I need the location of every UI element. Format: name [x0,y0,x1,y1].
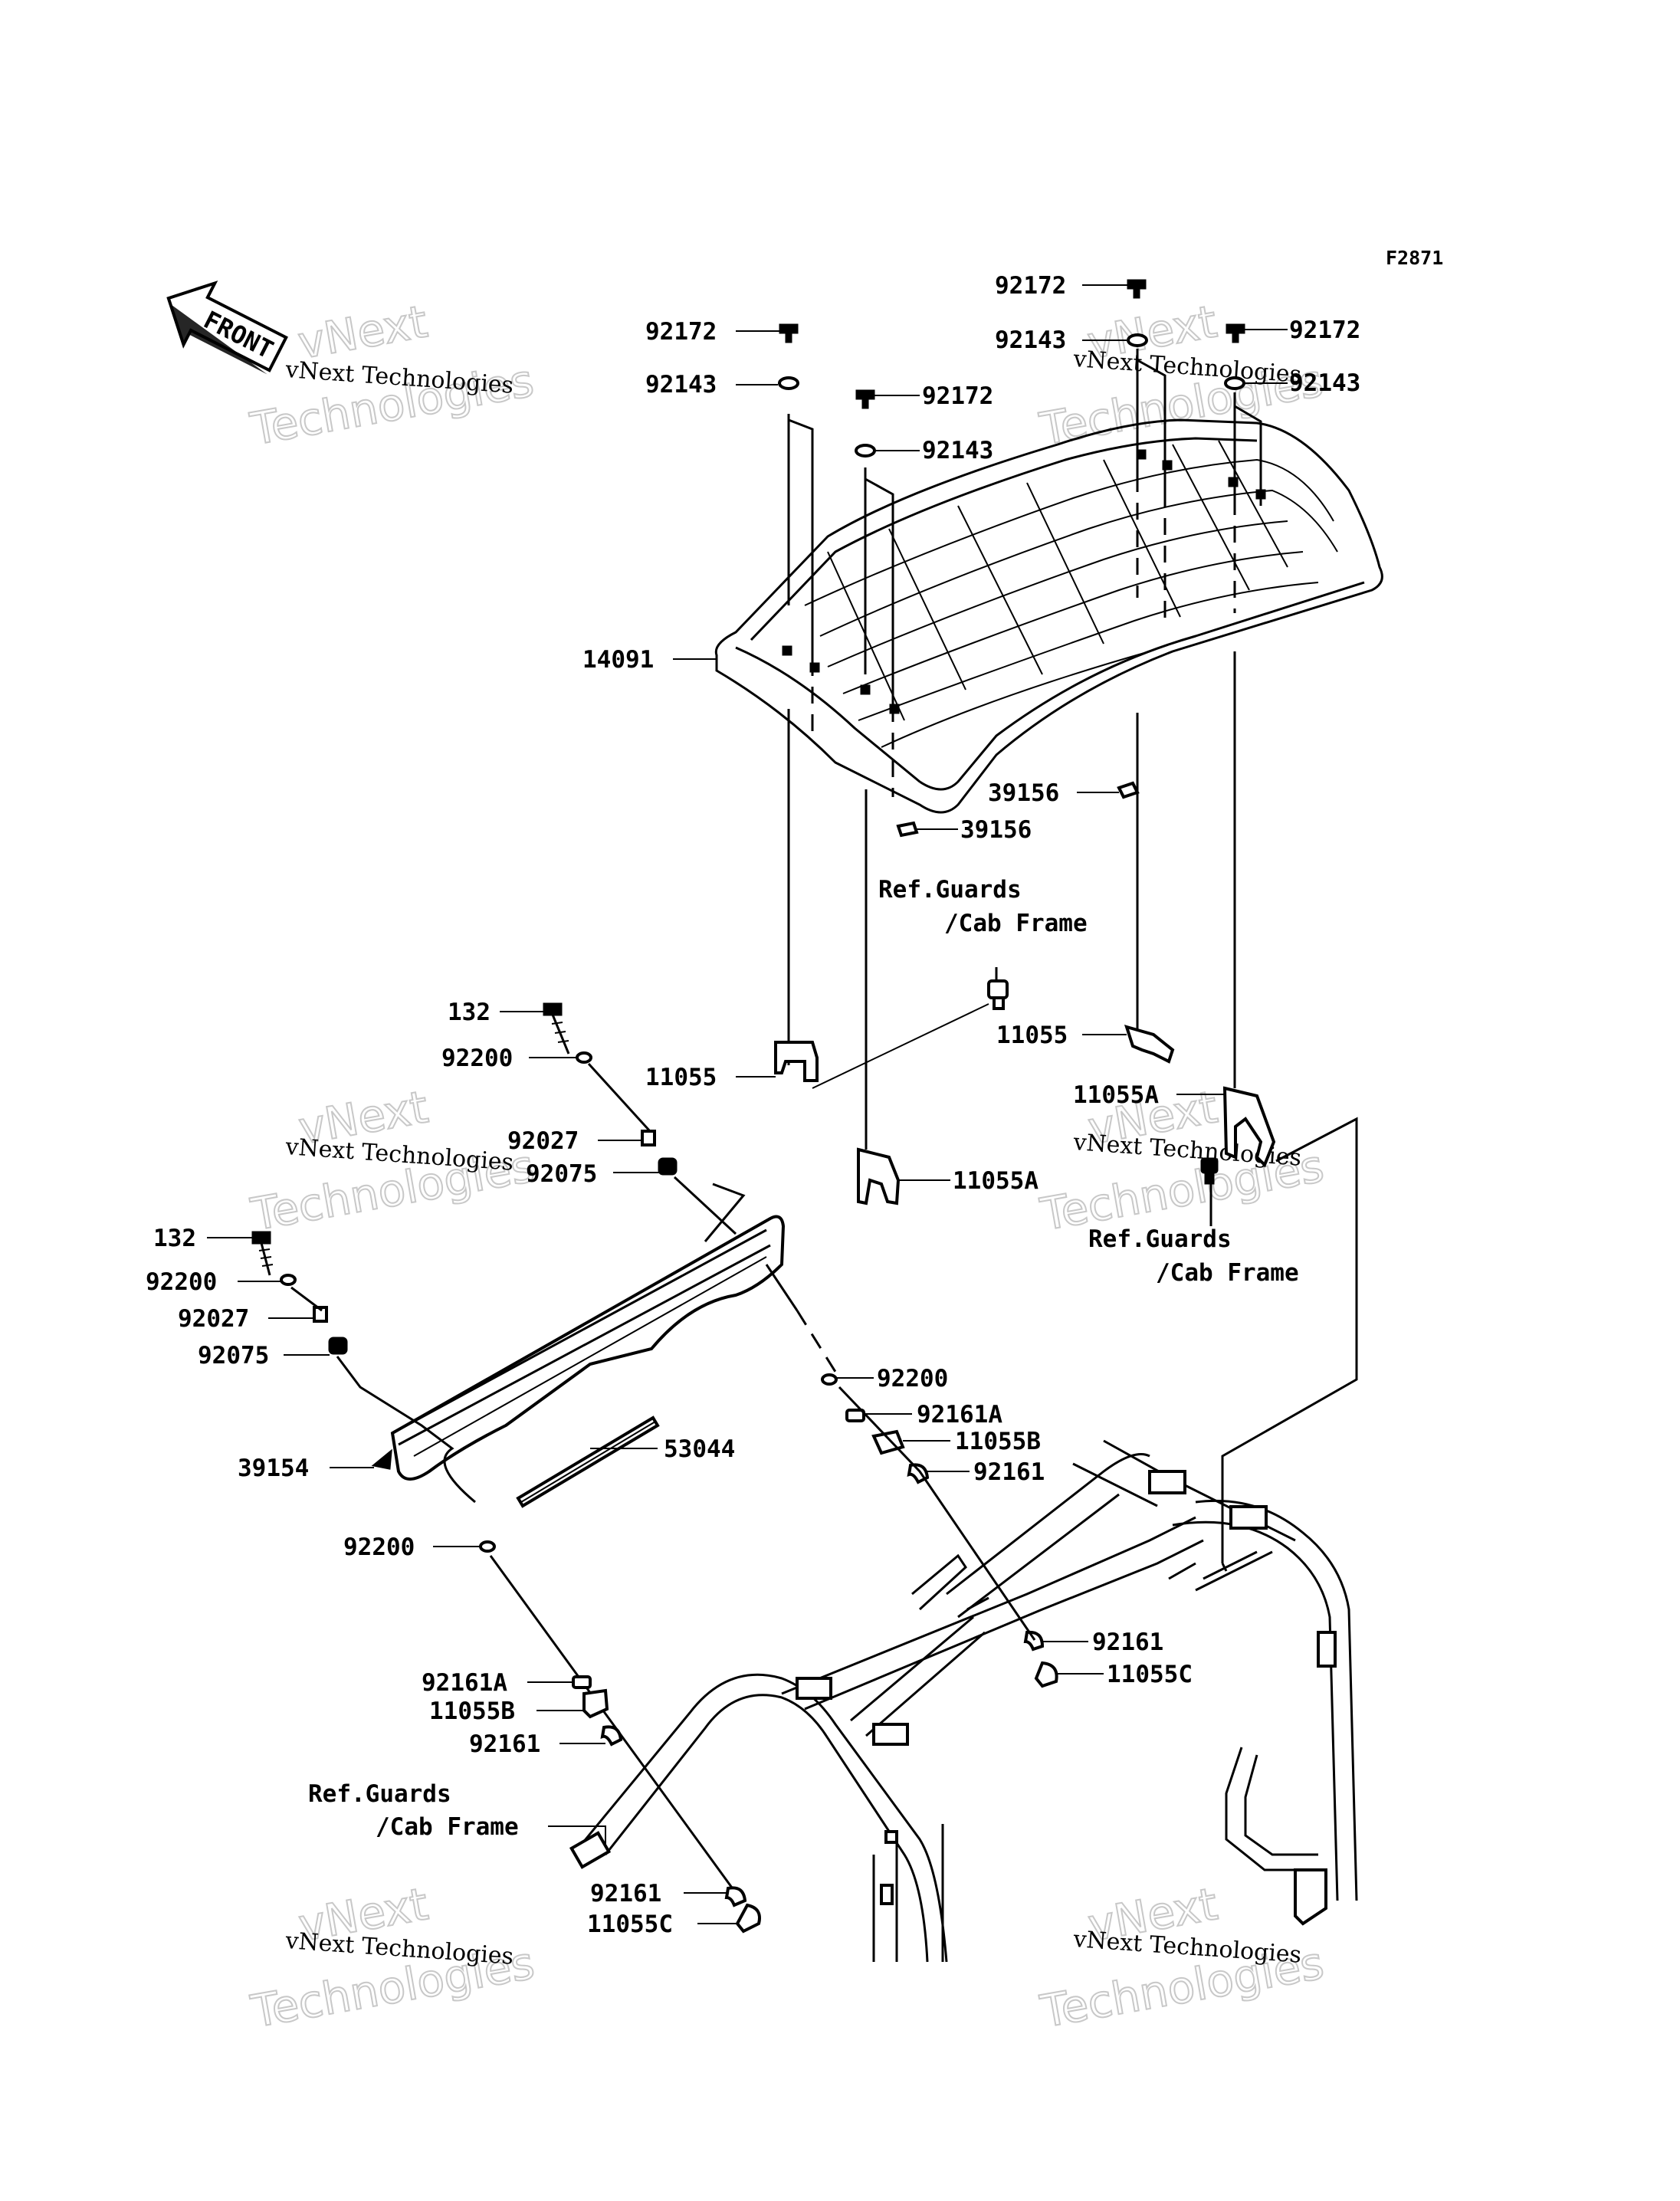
label-92200: 92200 [343,1533,415,1561]
bracket-11055A-left [857,1147,901,1205]
label-92172: 92172 [1289,317,1360,344]
bracket-11055A-right [1222,1086,1276,1168]
label-92075: 92075 [198,1342,269,1369]
label-92143: 92143 [922,437,993,464]
clip-39156-a [1117,781,1140,799]
clip-92161-right-lower [1023,1630,1045,1652]
bracket-11055B-lower [582,1688,609,1719]
label-92143: 92143 [645,371,717,399]
label-14091: 14091 [582,646,654,674]
bracket-11055-left [774,1041,819,1082]
label-11055B: 11055B [955,1428,1041,1455]
label-92161A: 92161A [917,1401,1002,1429]
label-92075: 92075 [526,1160,597,1188]
clip-39156-b [896,821,919,838]
clip-92161-lower [600,1725,623,1747]
label-92200: 92200 [877,1365,948,1392]
cab-frame [569,1439,1358,1963]
front-arrow-icon: FRONT [166,280,288,375]
screw-92172-c [1127,279,1147,299]
label-92161: 92161 [1092,1629,1163,1656]
label-92027: 92027 [507,1127,579,1155]
washer-92143-d [1224,376,1245,390]
bolt-132-upper [543,1002,570,1055]
bracket-11055C-bottom [735,1903,761,1934]
label-11055B: 11055B [429,1697,515,1725]
label-132: 132 [153,1225,196,1252]
ref-bolt-center [987,979,1009,1010]
label-cab-frame: /Cab Frame [944,910,1088,937]
collar-92027-lower [313,1306,328,1323]
washer-92200-upper [576,1051,592,1064]
clip-92161A-lower [572,1675,592,1689]
screw-92172-a [779,323,799,343]
grommet-92075-lower [328,1337,348,1355]
screw-92172-d [1226,323,1245,343]
label-53044: 53044 [664,1435,735,1463]
label-39156: 39156 [960,816,1032,844]
clip-92161A-right [845,1409,865,1422]
label-92143: 92143 [1289,369,1360,397]
washer-92143-b [855,444,876,458]
seal-strip-53044 [516,1415,660,1508]
bracket-11055C-right [1034,1661,1058,1688]
label-92200: 92200 [146,1268,217,1296]
figure-id: F2871 [1386,247,1443,269]
label-92200: 92200 [441,1045,513,1072]
washer-92200-lower [280,1274,297,1286]
label-92161: 92161 [973,1458,1045,1486]
label-11055C: 11055C [1107,1661,1193,1688]
label-ref-guards: Ref.Guards [1088,1225,1232,1253]
washer-92143-c [1127,333,1148,347]
bracket-11055-right [1124,1025,1175,1064]
label-92161A: 92161A [422,1669,507,1697]
label-cab-frame: /Cab Frame [1156,1259,1299,1287]
label-39156: 39156 [988,779,1059,807]
collar-92027-upper [641,1130,656,1146]
label-92161: 92161 [469,1730,540,1758]
label-11055: 11055 [996,1022,1068,1049]
label-92172: 92172 [995,272,1066,300]
washer-92200-center [479,1540,496,1553]
label-92143: 92143 [995,326,1066,354]
label-11055A: 11055A [953,1167,1039,1195]
label-11055A: 11055A [1073,1081,1159,1109]
label-ref-guards: Ref.Guards [308,1780,451,1808]
screw-92172-b [855,389,875,409]
ref-bolt-right [1200,1157,1219,1185]
label-132: 132 [448,999,491,1026]
washer-92143-a [778,376,799,390]
label-92161: 92161 [590,1880,661,1907]
grommet-92075-upper [658,1157,678,1176]
label-cab-frame: /Cab Frame [376,1813,519,1841]
label-11055: 11055 [645,1064,717,1091]
label-92027: 92027 [178,1305,249,1333]
windshield-bar-39154 [371,1215,786,1481]
label-39154: 39154 [238,1455,309,1482]
label-92172: 92172 [645,318,717,346]
label-ref-guards: Ref.Guards [878,876,1022,904]
label-92172: 92172 [922,382,993,410]
label-11055C: 11055C [587,1911,673,1938]
bolt-132-lower [251,1231,274,1276]
roof-panel [714,418,1383,814]
washer-92200-right [821,1373,838,1386]
clip-92161-bottom [724,1886,747,1907]
